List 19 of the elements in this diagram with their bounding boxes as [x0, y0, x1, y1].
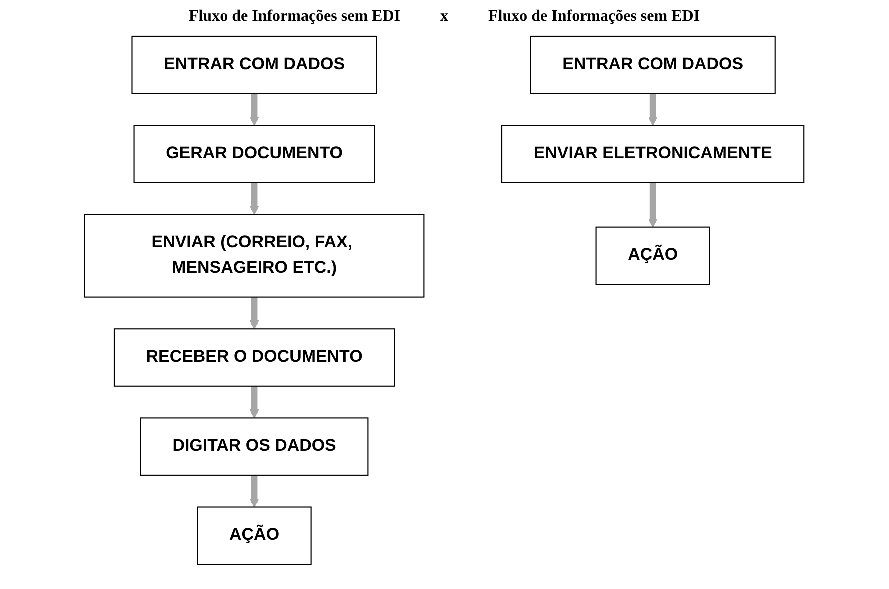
column-heading: Fluxo de Informações sem EDI — [488, 8, 700, 26]
node-box: AÇÃO — [596, 226, 710, 286]
node-box: ENVIAR (CORREIO, FAX, MENSAGEIRO ETC.) — [84, 214, 425, 298]
node-box: ENTRAR COM DADOS — [132, 36, 378, 94]
arrow — [250, 296, 260, 330]
arrow — [250, 182, 260, 216]
node-box: DIGITAR OS DADOS — [140, 418, 369, 476]
arrow — [250, 386, 260, 419]
arrow — [648, 93, 658, 126]
column-heading: Fluxo de Informações sem EDI — [188, 8, 400, 26]
node-box: ENVIAR ELETRONICAMENTE — [502, 125, 805, 184]
arrow — [648, 182, 658, 228]
arrow — [250, 93, 260, 126]
node-box: ENTRAR COM DADOS — [530, 36, 776, 94]
node-box: GERAR DOCUMENTO — [134, 125, 376, 184]
node-box: RECEBER O DOCUMENTO — [114, 328, 396, 387]
column-heading: x — [440, 8, 448, 26]
arrow — [250, 474, 260, 508]
node-box: AÇÃO — [197, 506, 312, 566]
